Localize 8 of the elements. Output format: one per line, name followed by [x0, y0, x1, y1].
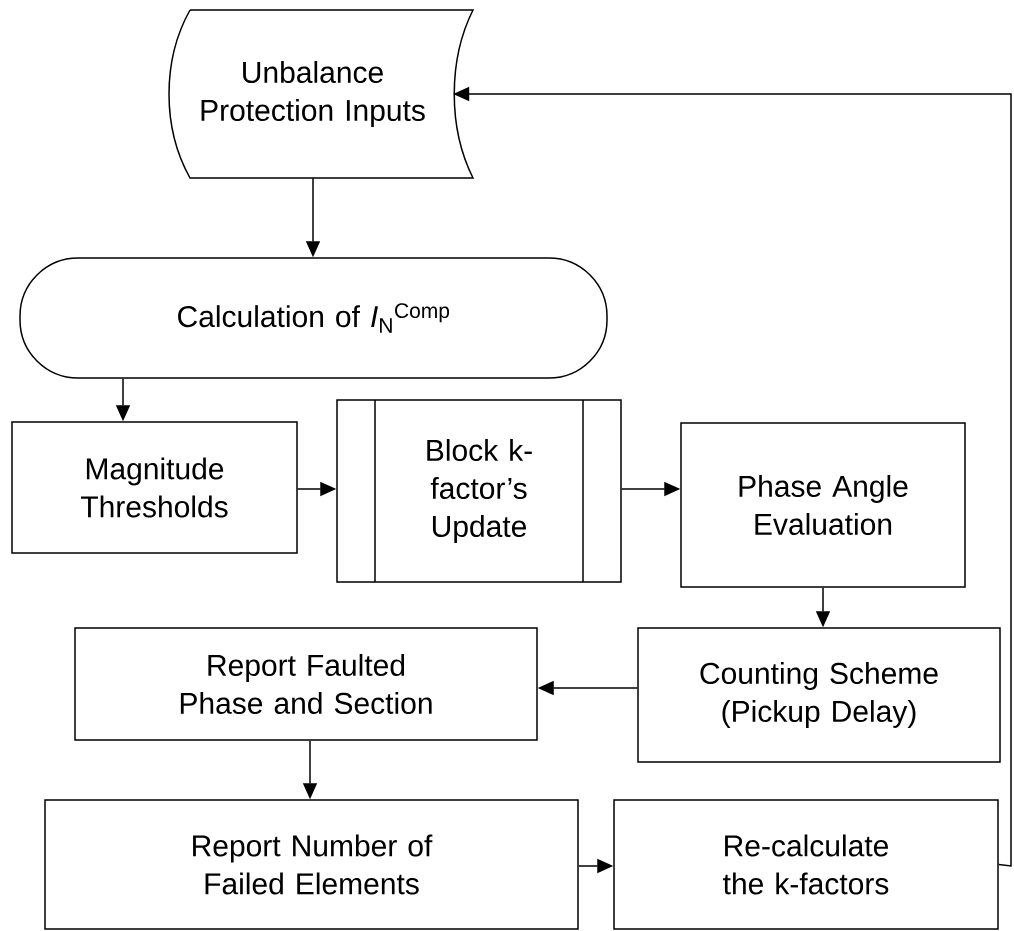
process-box: Counting Scheme (Pickup Delay) [637, 627, 1001, 763]
process-box: Report Faulted Phase and Section [74, 627, 538, 741]
process-box: Magnitude Thresholds [11, 421, 298, 554]
data-shape: Unbalance Protection Inputs [168, 9, 474, 179]
process-box: Re-calculate the k-factors [613, 799, 999, 930]
process-box: Phase Angle Evaluation [680, 422, 966, 588]
process-box: Report Number of Failed Elements [44, 799, 579, 930]
subprocess-box: Block k-factor’s Update [336, 399, 622, 583]
